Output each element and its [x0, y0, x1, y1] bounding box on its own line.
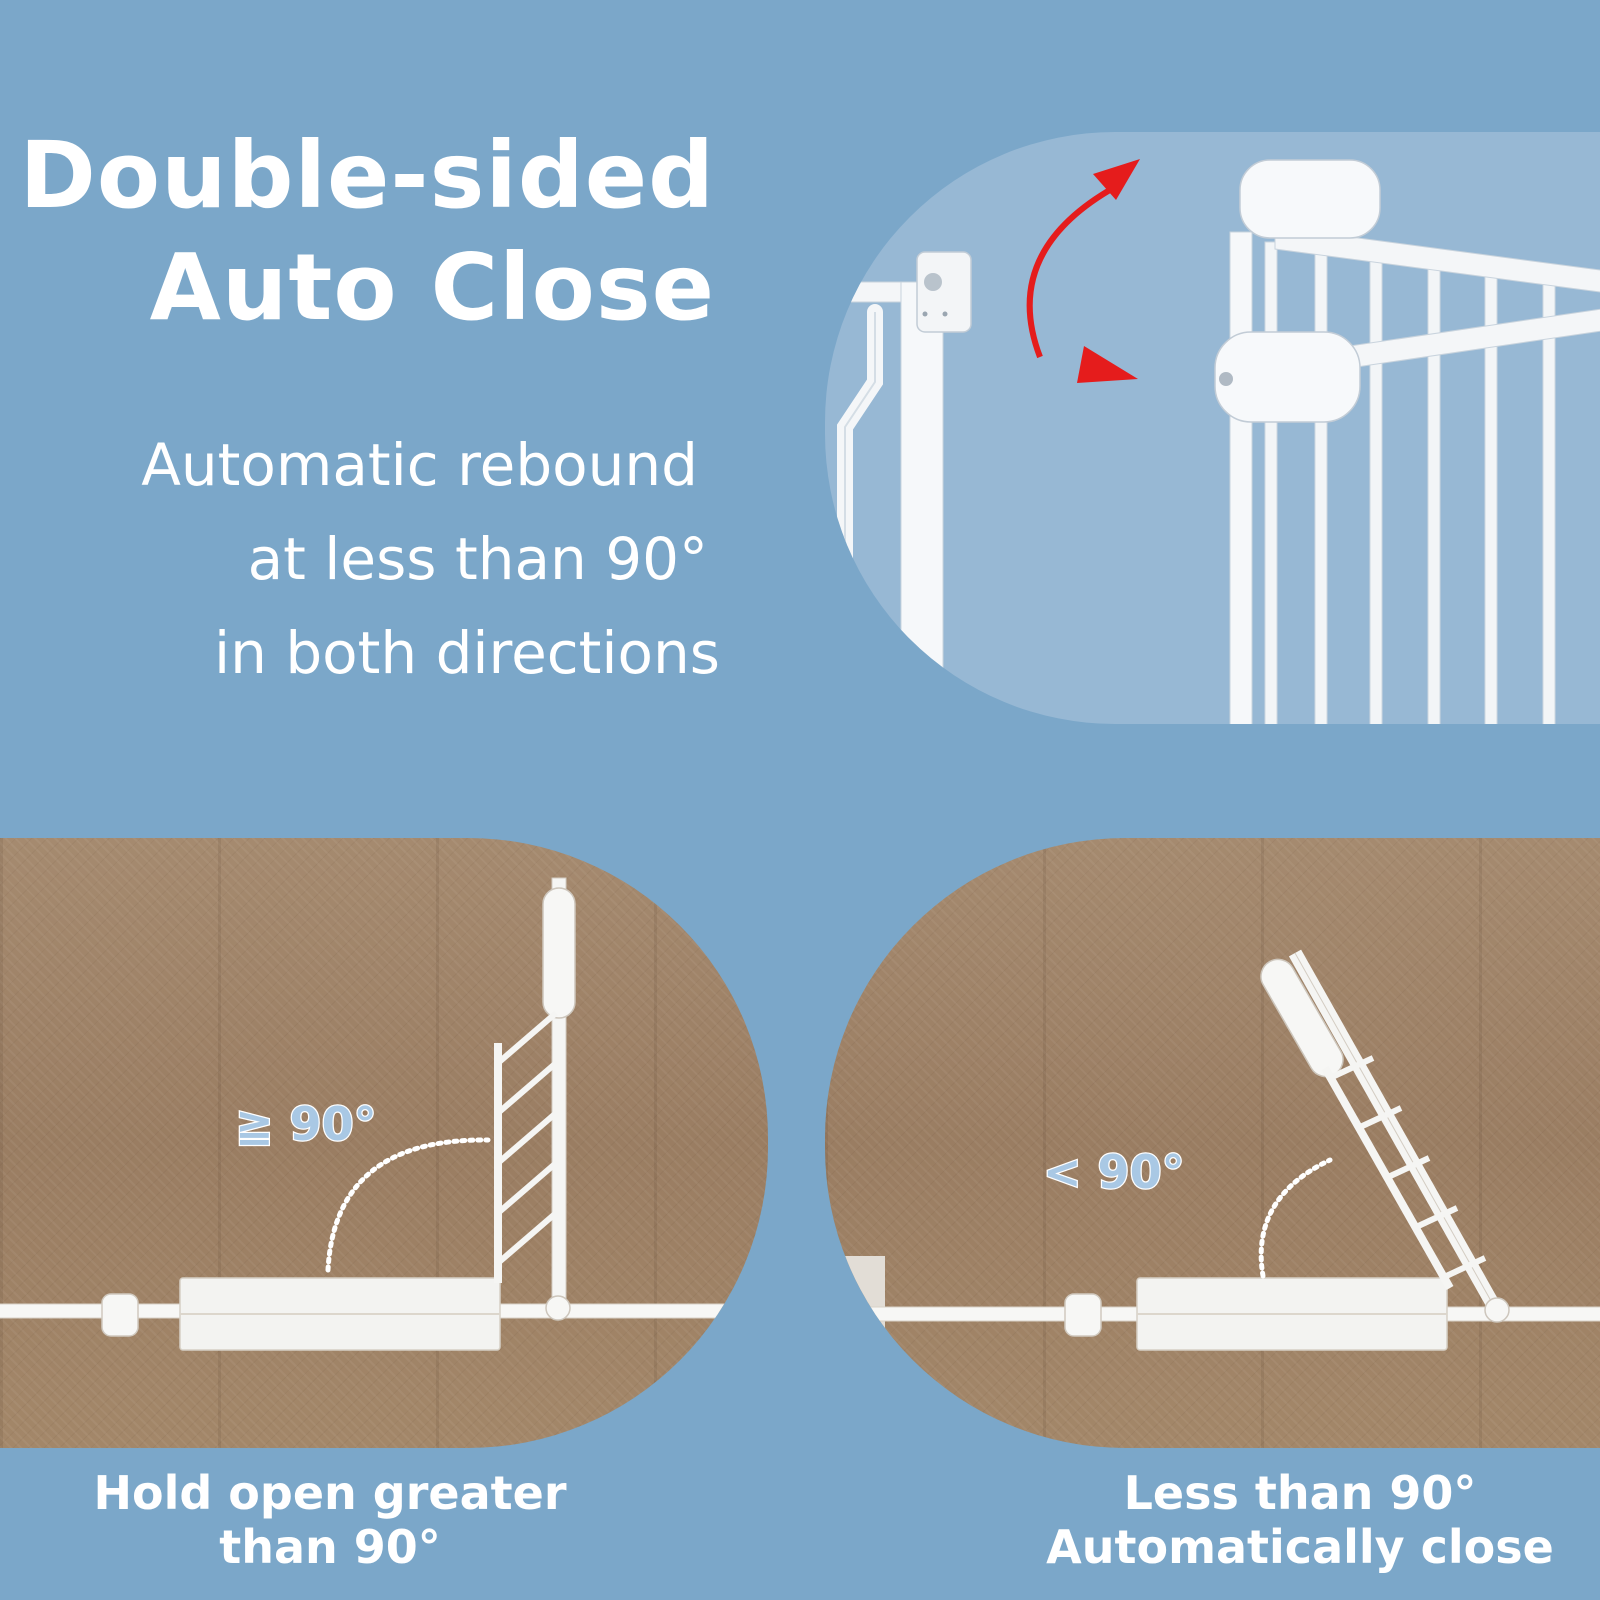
subheadline-line-3: in both directions — [214, 619, 720, 687]
caption-hold-open-line-1: Hold open greater — [93, 1466, 567, 1520]
caption-hold-open-line-2: than 90° — [219, 1520, 441, 1574]
auto-close-illustration: < 90° — [825, 949, 1600, 1351]
subheadline-line-2: at less than 90° — [247, 525, 708, 593]
gate-top-view-closing — [825, 949, 1600, 1351]
caption-hold-open: Hold open greater than 90° — [40, 1466, 620, 1574]
caption-auto-close: Less than 90° Automatically close — [1010, 1466, 1590, 1574]
angle-label-open: ≧ 90° — [235, 1097, 377, 1151]
headline-line-1: Double-sided — [19, 122, 715, 229]
gate-door — [1214, 159, 1600, 724]
angle-arc — [325, 1137, 491, 1273]
angle-label-closing: < 90° — [1043, 1145, 1185, 1199]
subheadline-line-1: Automatic rebound — [141, 431, 698, 499]
auto-close-photo: < 90° — [825, 838, 1600, 1448]
headline-line-2: Auto Close — [149, 234, 715, 341]
hold-open-illustration: ≧ 90° — [0, 877, 768, 1351]
caption-auto-close-line-1: Less than 90° — [1123, 1466, 1477, 1520]
upper-hinge — [1239, 159, 1381, 239]
hold-open-photo: ≧ 90° — [0, 838, 768, 1448]
hinge-closeup-illustration — [825, 159, 1600, 724]
hinge-bracket — [916, 251, 972, 333]
caption-auto-close-line-2: Automatically close — [1046, 1520, 1554, 1574]
gate-frame — [825, 251, 972, 724]
gate-top-view-open — [0, 877, 768, 1351]
headline: Double-sided Auto Close — [20, 120, 715, 344]
hinge-closeup-image — [825, 132, 1600, 724]
subheadline: Automatic rebound at less than 90° in bo… — [141, 418, 720, 700]
lower-hinge — [1214, 331, 1361, 423]
angle-arc — [1258, 1157, 1333, 1279]
double-arrow-icon — [1026, 159, 1140, 383]
